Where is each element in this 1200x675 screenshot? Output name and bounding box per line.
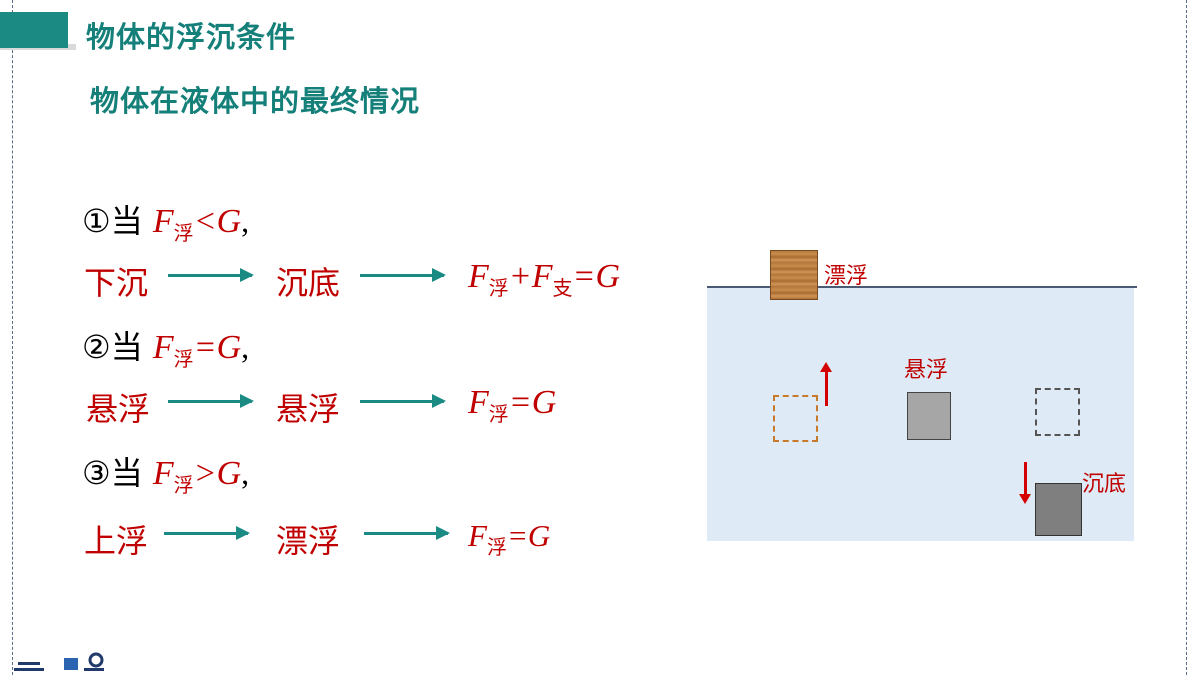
process-1-label: 下沉 [84,264,149,302]
condition-1-formula: F浮<G [152,203,242,245]
final-3-label: 漂浮 [276,522,341,560]
water-surface-line [707,286,1137,288]
rising-block-outline [773,395,818,442]
publisher-logo-icon [14,652,104,671]
right-guide-line [1186,0,1187,675]
condition-1-prefix: ①当 [82,202,143,240]
condition-3-prefix: ③当 [82,454,143,492]
condition-2: ②当 F浮=G, [82,322,249,372]
left-guide-line [12,0,13,675]
result-3-formula: F浮=G [468,518,551,559]
label-sunk: 沉底 [1082,472,1127,497]
final-1-label: 沉底 [276,264,341,302]
label-floating: 漂浮 [824,264,869,289]
condition-2-comma: , [241,329,250,365]
page-subtitle: 物体在液体中的最终情况 [90,84,421,118]
condition-2-prefix: ②当 [82,328,143,366]
arrow-2a [168,394,254,408]
up-arrow-icon [820,362,832,406]
title-accent-bar [0,12,68,48]
result-2-formula: F浮=G [468,384,557,426]
condition-3: ③当 F浮>G, [82,448,249,498]
arrow-1b [360,268,446,282]
final-2-label: 悬浮 [276,390,341,428]
page-title: 物体的浮沉条件 [86,20,297,54]
condition-2-formula: F浮=G [152,329,242,371]
sinking-block-outline [1035,388,1080,436]
arrow-3a [164,526,250,540]
suspended-block [907,392,951,440]
condition-3-comma: , [241,455,250,491]
down-arrow-icon [1019,462,1031,504]
arrow-3b [364,526,450,540]
process-2-label: 悬浮 [86,390,151,428]
label-suspended: 悬浮 [904,358,949,383]
arrow-2b [360,394,446,408]
floating-wood-block [770,250,818,300]
arrow-1a [168,268,254,282]
result-1-formula: F浮+F支=G [468,258,620,300]
condition-3-formula: F浮>G [152,455,242,497]
sunk-block [1035,483,1082,536]
condition-1-comma: , [241,203,250,239]
condition-1: ①当 F浮<G, [82,196,249,246]
process-3-label: 上浮 [84,522,149,560]
